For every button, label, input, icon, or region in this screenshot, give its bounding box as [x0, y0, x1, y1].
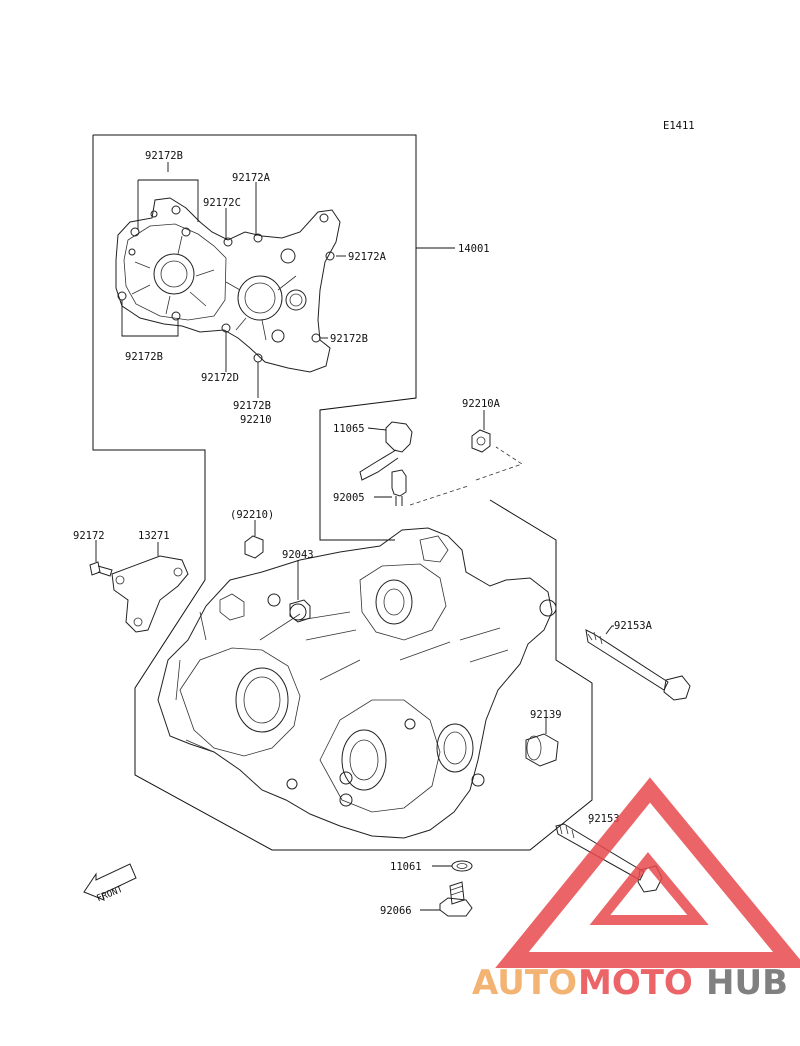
label-92172A-top: 92172A: [232, 172, 271, 184]
front-arrow-label: FRONT: [96, 885, 125, 905]
label-92172A-right: 92172A: [348, 251, 387, 263]
label-13271: 13271: [138, 530, 170, 542]
watermark-triangle-inner: [589, 852, 709, 925]
crankcase: [157, 527, 557, 839]
label-92172C: 92172C: [203, 197, 241, 209]
watermark-text-moto: MOTO: [578, 963, 693, 1003]
label-92043: 92043: [282, 549, 314, 561]
label-92172D: 92172D: [201, 372, 239, 384]
label-92066: 92066: [380, 905, 412, 917]
fitting-92005: [374, 469, 407, 506]
dashed-connection: [409, 446, 523, 506]
label-92139: 92139: [530, 709, 562, 721]
nut-92210A: [471, 410, 491, 453]
label-11061: 11061: [390, 861, 422, 873]
screw-92172: [89, 540, 113, 577]
diagram-code: E1411: [663, 120, 695, 132]
watermark-text-hub: HUB: [706, 963, 788, 1003]
front-arrow: FRONT: [83, 863, 137, 905]
assembly-frame-left: [92, 135, 593, 851]
nut-92210: [244, 520, 264, 559]
assembly-frame: [93, 134, 417, 541]
label-92005: 92005: [333, 492, 365, 504]
crankcase-gasket: [115, 197, 341, 373]
label-11065: 11065: [333, 423, 365, 435]
washer-11061: [432, 860, 473, 872]
breather-fitting: [359, 421, 413, 481]
watermark-logo: AUTO MOTO HUB: [472, 777, 800, 1003]
label-92172B-left: 92172B: [125, 351, 163, 363]
watermark-text-auto: AUTO: [472, 963, 577, 1003]
collar-92139: [525, 718, 559, 767]
plug-92066: [420, 881, 473, 917]
label-92153A: 92153A: [614, 620, 653, 632]
label-92172B-top: 92172B: [145, 150, 183, 162]
label-92153: 92153: [588, 813, 620, 825]
label-92210-bottom: 92210: [240, 414, 272, 426]
gasket-leaders: [121, 162, 346, 398]
label-92172B-right: 92172B: [330, 333, 368, 345]
dowel-92043: [289, 560, 311, 623]
label-92172: 92172: [73, 530, 105, 542]
bolt-92153A: [585, 625, 691, 701]
plate-13271: [111, 542, 189, 633]
watermark-triangle-outer: [495, 777, 800, 968]
label-92210-paren: (92210): [230, 509, 274, 521]
label-14001: 14001: [458, 243, 490, 255]
label-92210A: 92210A: [462, 398, 501, 410]
label-92172B-bottom: 92172B: [233, 400, 271, 412]
